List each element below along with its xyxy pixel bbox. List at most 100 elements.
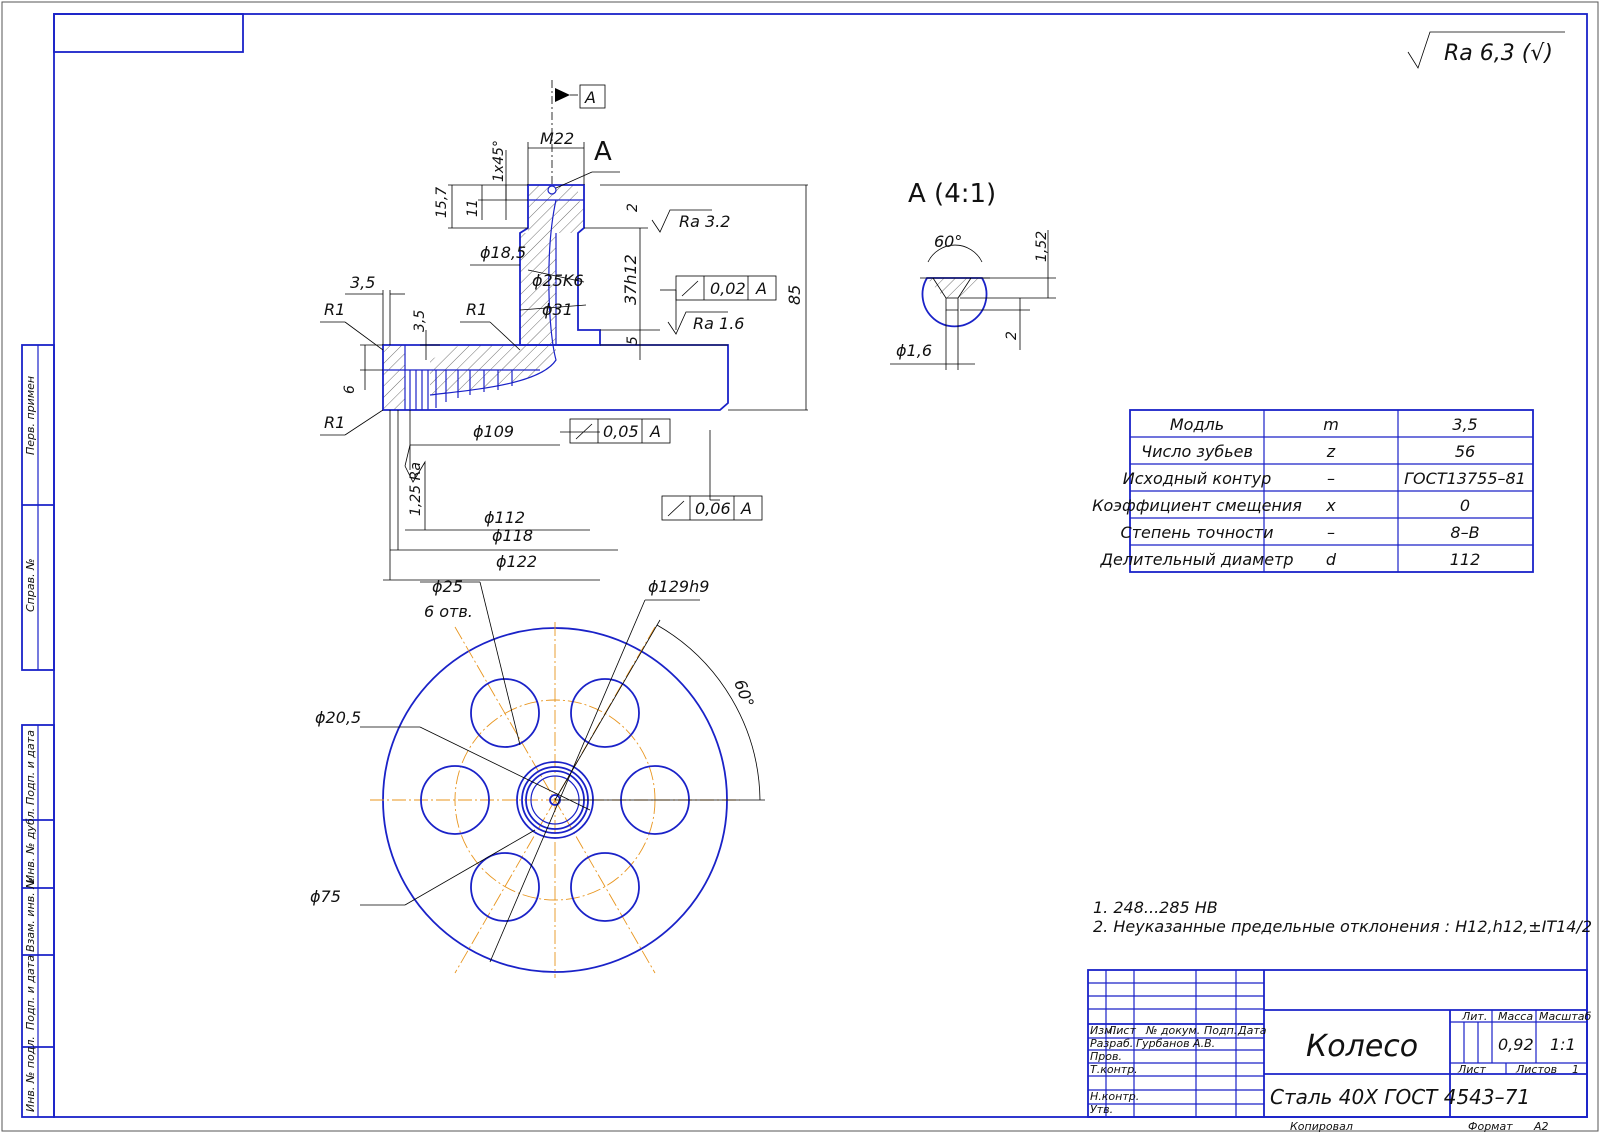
gear-table-sym: x xyxy=(1325,496,1336,515)
gear-table-val: 3,5 xyxy=(1452,415,1477,434)
tb-scale: 1:1 xyxy=(1550,1035,1576,1054)
tb-row-label: Пров. xyxy=(1090,1050,1122,1063)
tb-col-header: Подп. xyxy=(1204,1024,1237,1037)
gear-table-sym: – xyxy=(1327,523,1335,542)
gear-table-val: ГОСТ13755–81 xyxy=(1404,469,1526,488)
dim-2: 2 xyxy=(625,203,641,212)
dim-thread: M22 xyxy=(540,129,574,148)
side-stamp-label: Инв. № дубл. xyxy=(24,808,37,883)
dim-r1-bottom: R1 xyxy=(324,413,345,432)
tb-col-header: Изм. xyxy=(1090,1024,1116,1037)
dim-d122: ϕ122 xyxy=(496,552,537,571)
hole xyxy=(570,678,640,748)
hole xyxy=(570,852,640,922)
detail-diameter: ϕ1,6 xyxy=(896,341,932,360)
tolerance-value: 0,05 xyxy=(603,422,639,441)
gear-table-name: Число зубьев xyxy=(1141,442,1253,461)
drawing-frame xyxy=(53,13,1588,1118)
hole xyxy=(420,765,490,835)
dim-3-5-top: 3,5 xyxy=(350,273,375,292)
tolerance-value: 0,06 xyxy=(695,499,731,518)
gear-table-name: Делительный диаметр xyxy=(1099,550,1293,569)
side-stamp: Перв. примен Справ. № Подп. и дата Инв. … xyxy=(21,344,55,1118)
gear-table-val: 8–B xyxy=(1450,523,1479,542)
gear-table-sym: z xyxy=(1326,442,1336,461)
general-roughness: Ra 6,3 (√) xyxy=(1407,31,1565,69)
dim-r1-mid: R1 xyxy=(466,300,487,319)
tolerance-value: 0,02 xyxy=(710,279,746,298)
tb-format: A2 xyxy=(1533,1120,1549,1133)
dim-bore: ϕ25K6 xyxy=(532,271,584,290)
plan-angle: 60° xyxy=(730,677,758,710)
roughness-shaft: Ra 3.2 xyxy=(679,212,730,231)
tb-row-label: Н.контр. xyxy=(1090,1090,1139,1103)
title-block: Изм. Лист № докум. Подп. Дата Разраб. Гу… xyxy=(1087,969,1591,1133)
gear-table-val: 0 xyxy=(1460,496,1470,515)
plan-outer-dia: ϕ129h9 xyxy=(648,577,709,596)
side-stamp-label: Подп. и дата xyxy=(24,955,37,1030)
tb-row-label: Т.контр. xyxy=(1090,1063,1138,1076)
dim-6: 6 xyxy=(342,385,358,394)
detail-title: A (4:1) xyxy=(908,179,996,209)
tolerance-datum: A xyxy=(740,499,752,518)
roughness-face: Ra 1.6 xyxy=(693,314,744,333)
detail-callout: A xyxy=(594,137,612,167)
side-stamp-label: Подп. и дата xyxy=(24,730,37,805)
note-hardness: 1. 248...285 HB xyxy=(1093,898,1218,917)
tb-sheets-label: Листов xyxy=(1515,1063,1557,1076)
dim-hub-length: 37h12 xyxy=(621,254,640,305)
tolerance-frame: 0,05 A xyxy=(569,418,671,444)
dim-11: 11 xyxy=(465,199,481,217)
detail-height: 2 xyxy=(1004,331,1020,340)
gear-table-val: 112 xyxy=(1450,550,1481,569)
dim-shoulder: ϕ31 xyxy=(542,300,573,319)
plan-hole-dia: ϕ25 xyxy=(432,577,463,596)
tb-mass-label: Масса xyxy=(1498,1010,1533,1023)
dim-chamfer: 1x45° xyxy=(491,140,507,182)
dim-3-5-side: 3,5 xyxy=(412,310,428,332)
tolerance-datum: A xyxy=(755,279,767,298)
note-tolerances: 2. Неуказанные предельные отклонения : H… xyxy=(1093,917,1592,936)
tb-mass: 0,92 xyxy=(1498,1035,1534,1054)
plan-inner-dia: ϕ20,5 xyxy=(315,708,361,727)
dim-height: 85 xyxy=(785,285,804,305)
gear-table-name: Исходный контур xyxy=(1123,469,1272,488)
gear-teeth-lines xyxy=(409,370,513,410)
side-stamp-label: Справ. № xyxy=(24,558,37,612)
tb-col-header: Лист xyxy=(1107,1024,1136,1037)
detail-view: A (4:1) 60° 1,52 ϕ1,6 2 xyxy=(890,179,1056,370)
gear-table-sym: – xyxy=(1327,469,1335,488)
tb-col-header: № докум. xyxy=(1145,1024,1200,1037)
hole xyxy=(470,678,540,748)
dim-step: 5 xyxy=(625,336,641,345)
material: Сталь 40Х ГОСТ 4543–71 xyxy=(1270,1085,1530,1109)
dim-d109: ϕ109 xyxy=(473,422,514,441)
section-view: A A xyxy=(320,80,808,581)
dim-15-7: 15,7 xyxy=(434,187,450,218)
detail-depth: 1,52 xyxy=(1034,231,1050,262)
dim-hub: ϕ18,5 xyxy=(480,243,526,262)
gear-table-name: Степень точности xyxy=(1121,523,1274,542)
gear-table-sym: m xyxy=(1323,415,1339,434)
dim-d112: ϕ112 xyxy=(484,508,525,527)
dim-r1-top: R1 xyxy=(324,300,345,319)
gear-table-name: Коэффициент смещения xyxy=(1092,496,1302,515)
plan-hole-count: 6 отв. xyxy=(424,602,473,621)
tb-format-label: Формат xyxy=(1468,1120,1513,1133)
tb-developer: Гурбанов А.В. xyxy=(1136,1037,1215,1050)
tb-row-label: Разраб. xyxy=(1090,1037,1133,1050)
side-stamp-label: Инв. № подл. xyxy=(24,1036,37,1112)
tolerance-datum: A xyxy=(649,422,661,441)
top-stamp-box xyxy=(53,13,244,53)
tb-row-label: Утв. xyxy=(1090,1103,1113,1116)
dim-d118: ϕ118 xyxy=(492,526,533,545)
gear-table-val: 56 xyxy=(1455,442,1475,461)
gear-parameter-table xyxy=(1129,409,1534,573)
roughness-general: Ra 6,3 (√) xyxy=(1444,41,1553,66)
tb-copied: Копировал xyxy=(1290,1120,1353,1133)
gear-table-sym: d xyxy=(1326,550,1337,569)
gear-table-name: Модль xyxy=(1170,415,1224,434)
